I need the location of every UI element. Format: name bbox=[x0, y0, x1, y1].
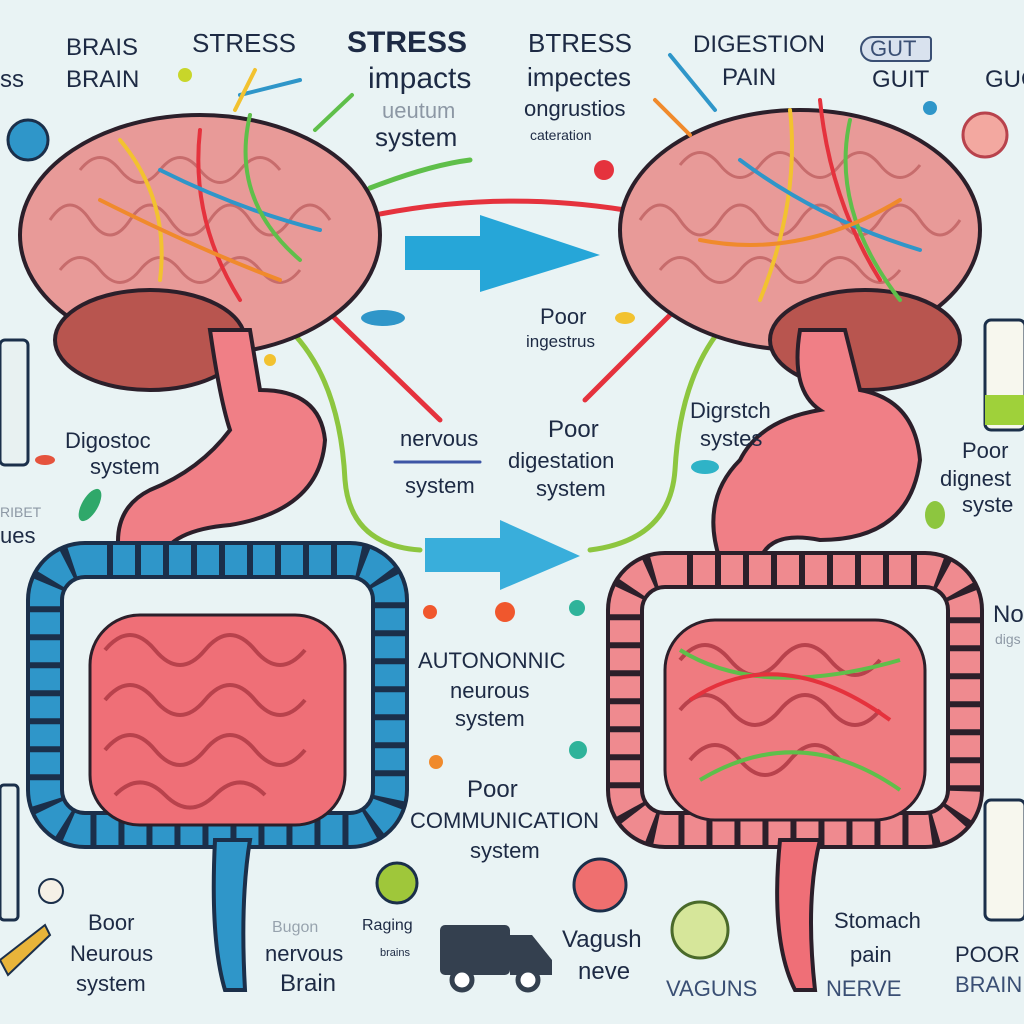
label-stomach: Stomach bbox=[834, 908, 921, 933]
supplement-bottle-icon bbox=[0, 783, 20, 922]
label-brais: BRAIS bbox=[66, 34, 139, 61]
label-guit: GUIT bbox=[872, 66, 930, 93]
label-vaguns: VAGUNS bbox=[666, 976, 758, 1001]
label-bugon: Bugon bbox=[272, 919, 319, 936]
label-stress-main: STRESS bbox=[347, 26, 468, 59]
label-right-dignest: dignest bbox=[940, 466, 1011, 491]
truck-icon bbox=[440, 925, 552, 993]
gut-badge: GUT bbox=[860, 36, 933, 62]
label-digostoc: Digostoc bbox=[65, 428, 151, 453]
label-communication-system: system bbox=[470, 838, 540, 863]
label-impacts: impacts bbox=[368, 62, 472, 95]
label-ues: ues bbox=[0, 523, 36, 548]
label-right-no: No bbox=[993, 601, 1024, 628]
decorative-icons bbox=[0, 68, 1024, 993]
label-digestation: digestation bbox=[508, 448, 615, 473]
label-ss: ss bbox=[0, 66, 24, 93]
label-nervous-system: system bbox=[405, 473, 475, 498]
label-ongrustios: ongrustios bbox=[524, 96, 626, 121]
right-brain bbox=[618, 53, 982, 392]
no-sign-icon bbox=[38, 878, 64, 904]
label-nerve: NERVE bbox=[826, 976, 902, 1001]
label-vagush: Vagush bbox=[562, 926, 642, 953]
label-neurous-bottom: Neurous bbox=[70, 941, 154, 966]
label-btress: BTRESS bbox=[528, 28, 633, 58]
bowl-icon bbox=[670, 900, 730, 960]
label-system: system bbox=[375, 122, 458, 152]
arrow-right-top bbox=[405, 215, 600, 292]
key-icon bbox=[0, 923, 52, 977]
label-pain: PAIN bbox=[722, 64, 777, 91]
label-pain-bottom: pain bbox=[850, 942, 892, 967]
flower-icon bbox=[6, 118, 50, 162]
label-impectes: impectes bbox=[527, 62, 632, 92]
left-brain bbox=[18, 68, 382, 392]
label-poor-2: Poor bbox=[548, 416, 599, 443]
label-system-bottom: system bbox=[76, 971, 146, 996]
label-autonomic: AUTONONNIC bbox=[418, 648, 566, 673]
label-digostoc-system: system bbox=[90, 454, 160, 479]
label-ribet: RIBET bbox=[0, 504, 42, 520]
label-communication: COMMUNICATION bbox=[410, 808, 600, 833]
label-nervous-bottom: nervous bbox=[265, 941, 344, 966]
label-brain-bottom: Brain bbox=[280, 970, 337, 997]
label-boor: Boor bbox=[88, 910, 135, 935]
label-digestion: DIGESTION bbox=[693, 31, 826, 58]
label-stress: STRESS bbox=[192, 28, 297, 58]
label-digstch: Digrstch bbox=[690, 398, 771, 423]
label-right-no-sub: digs bbox=[995, 631, 1021, 647]
left-intestine bbox=[26, 541, 409, 992]
label-brain: BRAIN bbox=[66, 66, 140, 93]
label-nervous: nervous bbox=[400, 426, 479, 451]
label-poor-bottom: POOR bbox=[955, 942, 1020, 967]
label-right-syste: syste bbox=[962, 492, 1014, 517]
label-right-poor: Poor bbox=[962, 438, 1009, 463]
right-intestine bbox=[606, 551, 984, 992]
label-digestation-system: system bbox=[536, 476, 606, 501]
label-ingestrus: ingestrus bbox=[526, 332, 595, 351]
label-guo: GUO bbox=[985, 66, 1024, 93]
label-systes: systes bbox=[700, 426, 763, 451]
label-cateration: cateration bbox=[530, 127, 592, 143]
label-poor-3: Poor bbox=[467, 776, 518, 803]
arrow-right-bottom bbox=[425, 520, 580, 590]
label-brain-right: BRAIN bbox=[955, 972, 1023, 997]
supplement-bottle-icon bbox=[983, 798, 1024, 922]
label-poor-1: Poor bbox=[540, 304, 587, 329]
supplement-bottle-icon bbox=[0, 338, 30, 467]
label-brains: brains bbox=[380, 947, 410, 959]
label-autonomic-system: system bbox=[455, 706, 525, 731]
spiral-icon bbox=[961, 111, 1009, 159]
flame-icon bbox=[572, 857, 628, 913]
label-neve: neve bbox=[578, 958, 631, 985]
label-ueutum: ueutum bbox=[382, 98, 456, 123]
label-neurous: neurous bbox=[450, 678, 530, 703]
label-raging: Raging bbox=[362, 917, 413, 934]
leaf-icon bbox=[375, 861, 419, 905]
